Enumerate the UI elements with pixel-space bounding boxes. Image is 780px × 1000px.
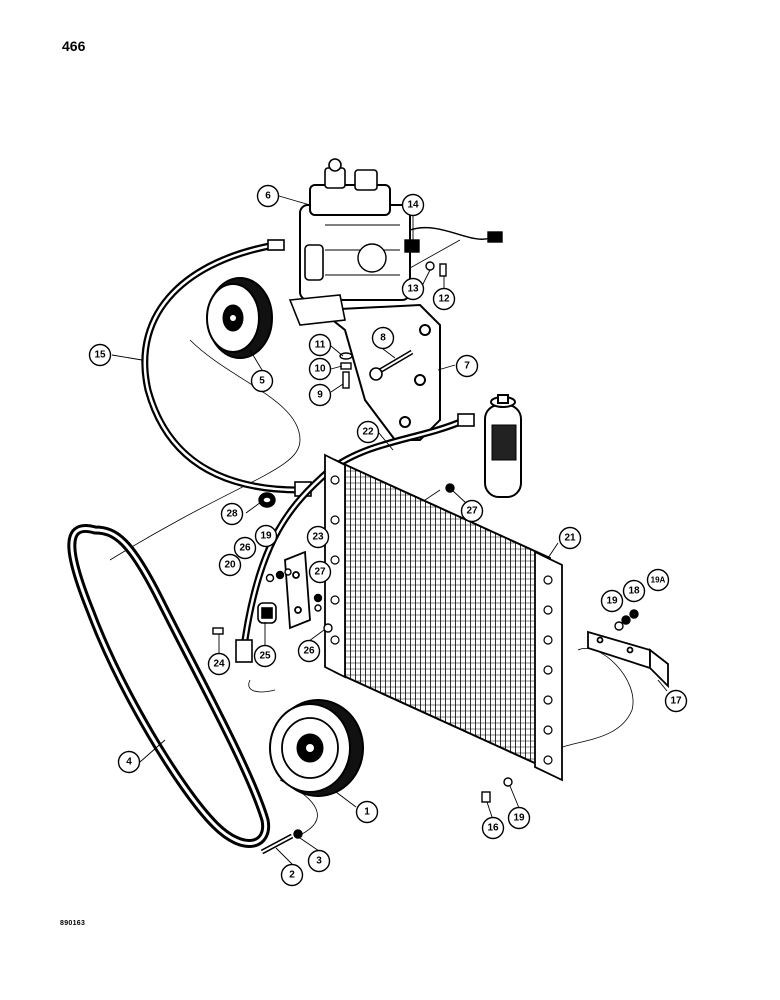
callout-27-right-label: 27 bbox=[466, 506, 478, 517]
callout-21: 21 bbox=[558, 526, 582, 550]
callout-3: 3 bbox=[307, 849, 331, 873]
callout-25: 25 bbox=[253, 644, 277, 668]
callout-23-label: 23 bbox=[312, 532, 324, 543]
callout-23: 23 bbox=[306, 525, 330, 549]
callout-14-label: 14 bbox=[407, 200, 419, 211]
callout-18: 18 bbox=[622, 579, 646, 603]
callout-26-bottom-label: 26 bbox=[303, 646, 315, 657]
callout-26-top-label: 26 bbox=[239, 543, 251, 554]
leader-lines bbox=[111, 195, 668, 865]
condenser bbox=[324, 453, 563, 782]
callout-5: 5 bbox=[250, 369, 274, 393]
callout-16: 16 bbox=[481, 816, 505, 840]
bolt-2-washer-3 bbox=[260, 829, 303, 855]
callout-15: 15 bbox=[88, 343, 112, 367]
compressor bbox=[299, 158, 411, 301]
callout-2-label: 2 bbox=[289, 870, 295, 881]
callout-19-bottom-label: 19 bbox=[513, 813, 525, 824]
callout-22: 22 bbox=[356, 420, 380, 444]
callout-9: 9 bbox=[308, 383, 332, 407]
callout-27-right: 27 bbox=[460, 499, 484, 523]
callout-17-label: 17 bbox=[670, 696, 682, 707]
callout-4: 4 bbox=[117, 750, 141, 774]
callout-4-label: 4 bbox=[126, 757, 132, 768]
hardware-small bbox=[339, 239, 447, 389]
callout-19-right-label: 19 bbox=[606, 596, 618, 607]
bracket-17 bbox=[587, 630, 669, 689]
callout-19-bottom: 19 bbox=[507, 806, 531, 830]
callout-20-label: 20 bbox=[224, 560, 236, 571]
callout-12: 12 bbox=[432, 287, 456, 311]
drawing-code: 890163 bbox=[60, 920, 86, 927]
receiver-drier bbox=[484, 394, 522, 498]
callout-25-label: 25 bbox=[259, 651, 271, 662]
hardware-misc bbox=[212, 483, 639, 803]
callout-12-label: 12 bbox=[438, 294, 450, 305]
callout-28-label: 28 bbox=[226, 509, 238, 520]
callout-10-label: 10 bbox=[314, 364, 326, 375]
callout-1-label: 1 bbox=[364, 807, 370, 818]
callout-26-bottom: 26 bbox=[297, 639, 321, 663]
callout-19-top: 19 bbox=[254, 524, 278, 548]
callout-27-left: 27 bbox=[308, 560, 332, 584]
callout-24: 24 bbox=[207, 652, 231, 676]
compressor-wire bbox=[409, 226, 503, 243]
callout-20: 20 bbox=[218, 553, 242, 577]
page-number: 466 bbox=[62, 38, 86, 54]
callout-19-right: 19 bbox=[600, 589, 624, 613]
callout-26-top: 26 bbox=[233, 536, 257, 560]
bolt-8 bbox=[369, 349, 414, 381]
callout-5-label: 5 bbox=[259, 376, 265, 387]
bracket-23 bbox=[284, 550, 311, 630]
callout-28: 28 bbox=[220, 502, 244, 526]
callout-13: 13 bbox=[401, 277, 425, 301]
callout-24-label: 24 bbox=[213, 659, 225, 670]
callout-16-label: 16 bbox=[487, 823, 499, 834]
callout-7: 7 bbox=[455, 354, 479, 378]
callout-2: 2 bbox=[280, 863, 304, 887]
clutch-pulley bbox=[206, 277, 273, 359]
callout-11: 11 bbox=[308, 333, 332, 357]
callout-10: 10 bbox=[308, 357, 332, 381]
callout-6: 6 bbox=[256, 184, 280, 208]
clamp-25 bbox=[257, 602, 277, 624]
callout-17: 17 bbox=[664, 689, 688, 713]
callout-9-label: 9 bbox=[317, 390, 323, 401]
hose-15 bbox=[141, 239, 312, 497]
callout-11-label: 11 bbox=[315, 340, 326, 351]
callout-22-label: 22 bbox=[362, 427, 374, 438]
drive-belt bbox=[67, 524, 271, 848]
callout-1: 1 bbox=[355, 800, 379, 824]
callout-18-label: 18 bbox=[628, 586, 640, 597]
callout-19a: 19A bbox=[646, 568, 670, 592]
callout-21-label: 21 bbox=[564, 533, 576, 544]
callout-19a-label: 19A bbox=[651, 576, 666, 585]
callout-15-label: 15 bbox=[94, 350, 106, 361]
callout-13-label: 13 bbox=[407, 284, 419, 295]
callout-14: 14 bbox=[401, 193, 425, 217]
callout-19-top-label: 19 bbox=[260, 531, 272, 542]
callout-7-label: 7 bbox=[464, 361, 470, 372]
callout-8: 8 bbox=[371, 326, 395, 350]
callout-27-left-label: 27 bbox=[314, 567, 326, 578]
callout-3-label: 3 bbox=[316, 856, 322, 867]
callout-6-label: 6 bbox=[265, 191, 271, 202]
callout-8-label: 8 bbox=[380, 333, 386, 344]
crank-pulley bbox=[269, 699, 364, 797]
